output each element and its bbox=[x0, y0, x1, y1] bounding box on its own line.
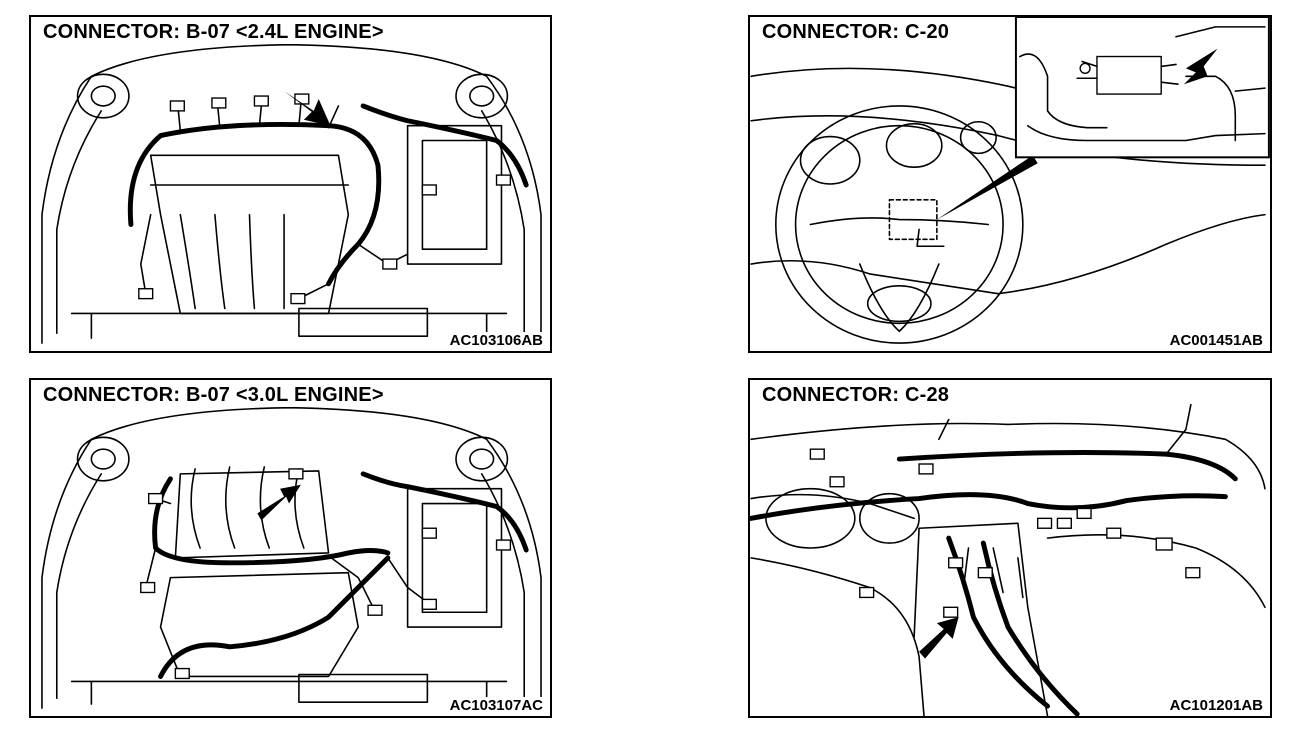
steering-wheel-icon bbox=[775, 105, 1024, 344]
arrow-indicator-icon bbox=[284, 91, 331, 126]
dashboard-panel-c28: CONNECTOR: C-28 AC101201AB bbox=[748, 378, 1272, 718]
connector-plug-icon bbox=[1096, 55, 1162, 95]
engine-bay-panel-2-4l: CONNECTOR: B-07 <2.4L ENGINE> AC103106AB bbox=[29, 15, 552, 353]
engine-bay-drawing-3-0l bbox=[41, 406, 542, 709]
arrow-indicator-icon bbox=[919, 617, 959, 659]
figure-code: AC103106AB bbox=[446, 332, 546, 349]
steering-panel-c20: CONNECTOR: C-20 AC001451AB bbox=[748, 15, 1272, 353]
arrow-indicator-icon bbox=[1183, 48, 1218, 85]
engine-bay-panel-3-0l: CONNECTOR: B-07 <3.0L ENGINE> AC103107AC bbox=[29, 378, 552, 718]
figure-code: AC101201AB bbox=[1166, 697, 1266, 714]
wiring-harness-icon bbox=[750, 492, 1228, 521]
steering-drawing-c20 bbox=[750, 17, 1270, 344]
panel-title: CONNECTOR: C-20 bbox=[758, 21, 954, 44]
dashboard-drawing-c28 bbox=[750, 403, 1266, 716]
panel-title: CONNECTOR: C-28 bbox=[758, 384, 954, 407]
engine-bay-drawing-2-4l bbox=[41, 43, 542, 344]
panel-title: CONNECTOR: B-07 <2.4L ENGINE> bbox=[39, 21, 388, 44]
panel-title: CONNECTOR: B-07 <3.0L ENGINE> bbox=[39, 384, 388, 407]
figure-code: AC103107AC bbox=[446, 697, 546, 714]
figure-code: AC001451AB bbox=[1166, 332, 1266, 349]
arrow-indicator-icon bbox=[257, 484, 301, 521]
